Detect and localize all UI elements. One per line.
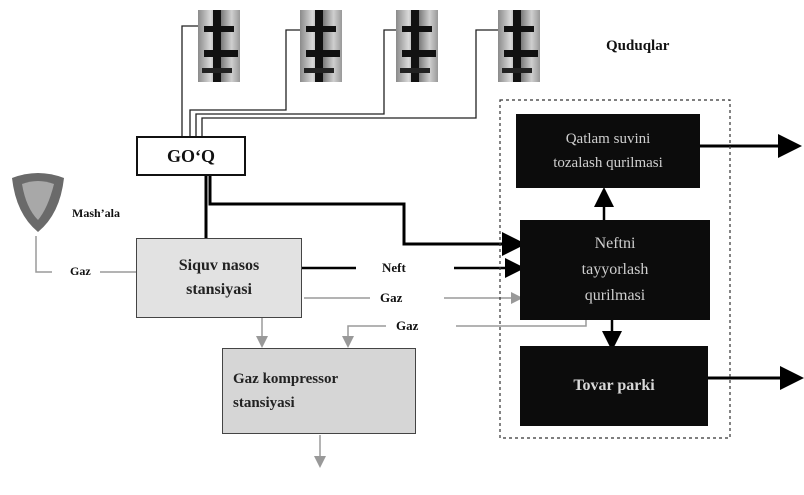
flare-icon	[8, 168, 68, 238]
tank-farm-label: Tovar parki	[573, 377, 654, 395]
flare-label: Mash’ala	[72, 206, 120, 221]
water-treatment-line2: tozalash qurilmasi	[553, 151, 663, 175]
gas-left-label: Gaz	[70, 264, 91, 279]
oil-well-icon	[498, 10, 540, 82]
oil-well-icon	[396, 10, 438, 82]
pump-station-line1: Siquv nasos	[179, 254, 260, 278]
oil-preparation-box: Neftni tayyorlash qurilmasi	[520, 220, 710, 320]
oil-prep-line2: tayyorlash	[582, 257, 649, 283]
compressor-line1: Gaz kompressor	[233, 367, 338, 391]
goq-to-oilprep-line	[210, 176, 520, 244]
goq-box: GO‘Q	[136, 136, 246, 176]
oil-prep-line3: qurilmasi	[585, 283, 645, 309]
pump-station-line2: stansiyasi	[186, 278, 252, 302]
oil-well-icon	[300, 10, 342, 82]
water-treatment-box: Qatlam suvini tozalash qurilmasi	[516, 114, 700, 188]
gaz2-to-compressor-line	[348, 326, 386, 345]
oil-prep-line1: Neftni	[595, 231, 636, 257]
wells-label: Quduqlar	[606, 38, 669, 55]
compressor-line2: stansiyasi	[233, 391, 295, 415]
compressor-station-box: Gaz kompressor stansiyasi	[222, 348, 416, 434]
neft-label: Neft	[382, 260, 406, 276]
water-treatment-line1: Qatlam suvini	[566, 127, 651, 151]
tank-farm-box: Tovar parki	[520, 346, 708, 426]
gaz-label-1: Gaz	[380, 290, 402, 306]
gaz-label-2: Gaz	[396, 318, 418, 334]
flare-line	[36, 236, 52, 272]
oil-well-icon	[198, 10, 240, 82]
goq-label: GO‘Q	[167, 146, 215, 167]
pump-station-box: Siquv nasos stansiyasi	[136, 238, 302, 318]
